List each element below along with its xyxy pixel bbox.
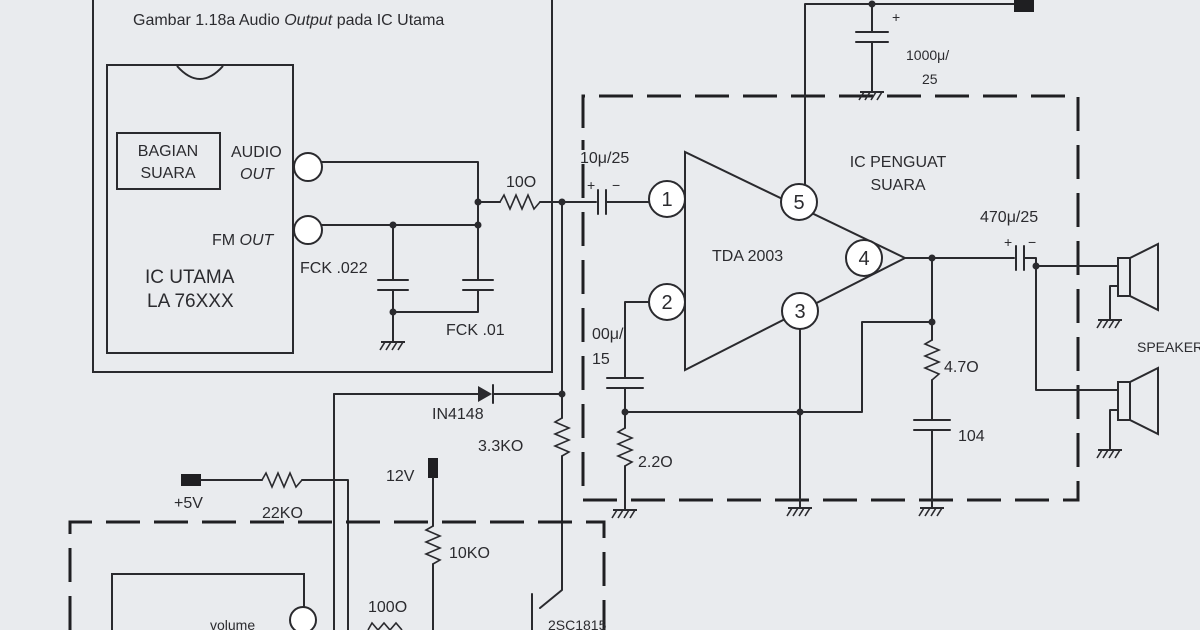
- pin-3: 3: [781, 292, 819, 330]
- audio-out-label: OUT: [240, 166, 275, 183]
- r100-label: 100O: [368, 599, 407, 616]
- diode-label: IN4148: [432, 406, 484, 423]
- volume-label: volume: [210, 617, 255, 630]
- caption-prefix: Gambar 1.18a Audio: [133, 12, 284, 29]
- transistor-label: 2SC1815: [548, 617, 607, 630]
- resistor-icon: [499, 192, 541, 212]
- lower-ic-block: [111, 573, 305, 630]
- output-network: 4.7O 104 + − 470μ/25: [904, 209, 1119, 517]
- svg-text:+: +: [892, 9, 900, 25]
- fm-out-pin: [293, 215, 323, 245]
- svg-text:3: 3: [794, 301, 805, 323]
- speaker-icon: [1096, 242, 1159, 329]
- audio-out-pin: [293, 152, 323, 182]
- volume-pin: [289, 606, 317, 630]
- r47-label: 4.7O: [944, 359, 979, 376]
- ground-icon: [379, 341, 406, 351]
- fm-prefix: FM: [212, 232, 240, 249]
- amplifier-section-border: [581, 94, 1080, 502]
- r33k-label: 3.3KO: [478, 438, 523, 455]
- v12-terminal: [428, 458, 438, 478]
- caption-suffix: pada IC Utama: [332, 12, 444, 29]
- resistor-icon: [922, 339, 942, 381]
- bagian-suara-box: [116, 132, 221, 190]
- chip-name: TDA 2003: [712, 248, 783, 265]
- svg-text:5: 5: [793, 192, 804, 214]
- c100u-label-a: 00μ/: [592, 326, 624, 343]
- audio-label: AUDIO: [231, 144, 282, 161]
- pin3-ground: [786, 328, 813, 517]
- v5-terminal: [181, 474, 201, 486]
- svg-text:+: +: [1004, 234, 1012, 250]
- svg-text:−: −: [1028, 234, 1036, 250]
- input-network: FCK .022 FCK .01: [300, 161, 505, 351]
- resistor-icon: [615, 427, 635, 467]
- svg-text:2: 2: [661, 292, 672, 314]
- resistor-icon: [423, 525, 443, 565]
- c10u-label: 10μ/25: [580, 150, 629, 167]
- section-label-line1: BAGIAN: [138, 143, 198, 160]
- svg-text:−: −: [612, 177, 620, 193]
- speaker-label: SPEAKER: [1137, 339, 1200, 355]
- fck022-label: FCK .022: [300, 260, 368, 277]
- r10-label: 10O: [506, 174, 536, 191]
- resistor-icon: [261, 470, 303, 490]
- caption-italic: Output: [284, 12, 333, 29]
- pin-5: 5: [780, 183, 818, 221]
- c1000u-label-b: 25: [922, 71, 938, 87]
- speaker-icon: [1096, 366, 1159, 459]
- amp-title-line1: IC PENGUAT: [850, 154, 947, 171]
- ground-icon: [786, 507, 813, 517]
- ground-icon: [1096, 449, 1123, 459]
- fck01-label: FCK .01: [446, 322, 505, 339]
- fm-out-label: FM OUT: [212, 232, 275, 249]
- pin-2: 2: [648, 283, 686, 321]
- section-label-line2: SUARA: [140, 165, 195, 182]
- resistor-icon: [367, 621, 403, 630]
- c100u-label-b: 15: [592, 351, 610, 368]
- control-network: IN4148 3.3KO 12V 10KO +5V 22KO volume 10…: [68, 201, 607, 630]
- diode-icon: [478, 386, 492, 402]
- fm-out-italic: OUT: [240, 232, 275, 249]
- r10k-label: 10KO: [449, 545, 490, 562]
- v12-label: 12V: [386, 468, 415, 485]
- supply-network: + 1000μ/ 25: [804, 0, 1034, 185]
- supply-terminal: [1014, 0, 1034, 12]
- ground-icon: [918, 507, 945, 517]
- ground-icon: [611, 509, 638, 519]
- r22-label: 2.2O: [638, 454, 673, 471]
- figure-frame: [92, 0, 553, 373]
- input-coupling: 10O + − 10μ/25: [477, 150, 651, 215]
- ic-notch-icon: [176, 65, 224, 80]
- ground-icon: [1096, 319, 1123, 329]
- figure-caption: Gambar 1.18a Audio Output pada IC Utama: [133, 12, 444, 29]
- c470-label: 470μ/25: [980, 209, 1038, 226]
- pin-4: 4: [845, 239, 883, 277]
- ic-utama-block: BAGIAN SUARA AUDIO OUT FM OUT IC UTAMA L…: [106, 64, 323, 354]
- resistor-icon: [552, 417, 572, 457]
- c104-label: 104: [958, 428, 985, 445]
- r22k-label: 22KO: [262, 505, 303, 522]
- ic-name-line1: IC UTAMA: [145, 267, 235, 288]
- amp-title-line2: SUARA: [870, 177, 925, 194]
- v5-label: +5V: [174, 495, 203, 512]
- c1000u-label-a: 1000μ/: [906, 47, 949, 63]
- feedback-network: 00μ/ 15 2.2O: [592, 301, 933, 519]
- ic-name-line2: LA 76XXX: [147, 291, 234, 312]
- svg-text:+: +: [587, 177, 595, 193]
- svg-text:4: 4: [858, 248, 869, 270]
- pin-1: 1: [648, 180, 686, 218]
- svg-text:1: 1: [661, 189, 672, 211]
